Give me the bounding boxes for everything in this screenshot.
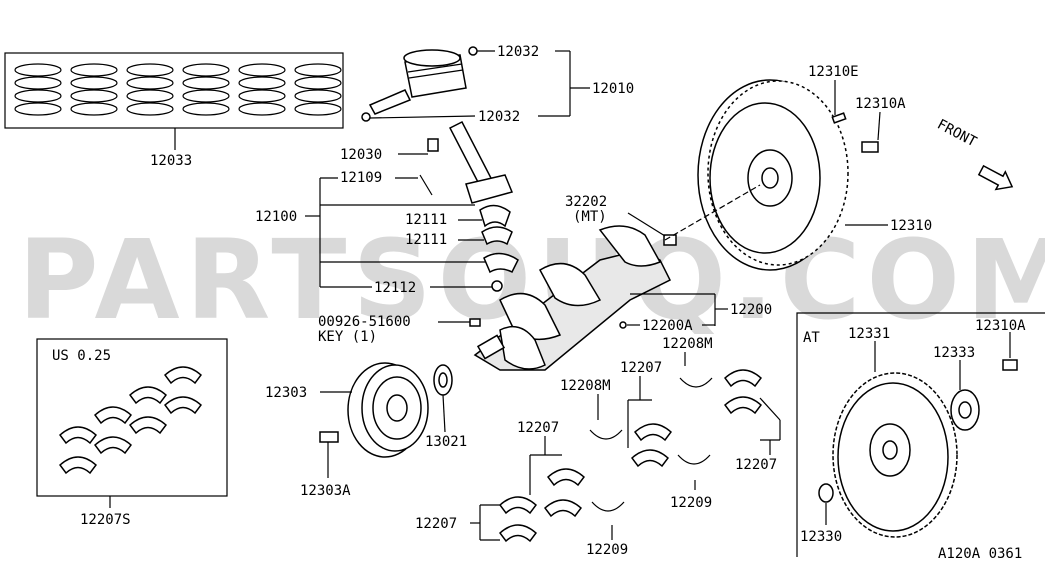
- part-label-12111-a[interactable]: 12111: [405, 212, 447, 228]
- main-bearing-shell: [498, 524, 538, 543]
- part-label-13021[interactable]: 13021: [425, 434, 467, 450]
- diagram-code: A120A 0361: [938, 546, 1022, 562]
- front-direction-arrow: FRONT: [934, 117, 1014, 191]
- automatic-transmission-box: [796, 312, 1045, 557]
- bearing-shell: [93, 436, 133, 455]
- thrust-washer: [679, 377, 713, 388]
- crankshaft-icon: [469, 225, 677, 371]
- bearing-shell: [163, 396, 203, 415]
- main-bearing-set: [498, 369, 763, 543]
- piston-rings-box: [4, 52, 344, 129]
- piston-ring: [14, 102, 62, 116]
- main-bearing-shell: [630, 449, 670, 468]
- crank-pulley-icon: [319, 362, 453, 458]
- piston-ring: [126, 76, 174, 90]
- thrust-washer: [589, 429, 623, 440]
- piston-ring: [182, 89, 230, 103]
- part-label-12331[interactable]: 12331: [848, 326, 890, 342]
- part-label-12030[interactable]: 12030: [340, 147, 382, 163]
- bearing-shell: [58, 426, 98, 445]
- piston-ring: [126, 63, 174, 77]
- piston-ring: [70, 63, 118, 77]
- part-label-12209-a[interactable]: 12209: [670, 495, 712, 511]
- thrust-washer: [677, 454, 711, 465]
- piston-ring: [70, 89, 118, 103]
- part-label-12100[interactable]: 12100: [255, 209, 297, 225]
- piston-ring: [238, 76, 286, 90]
- main-bearing-shell: [498, 496, 538, 515]
- part-label-32202-note[interactable]: (MT): [573, 209, 607, 225]
- bearing-shell: [163, 366, 203, 385]
- part-label-12303[interactable]: 12303: [265, 385, 307, 401]
- piston-ring: [294, 76, 342, 90]
- main-bearing-shell: [543, 499, 583, 518]
- piston-icon: [361, 46, 478, 122]
- part-label-12033[interactable]: 12033: [150, 153, 192, 169]
- piston-ring: [14, 76, 62, 90]
- bearing-shell: [93, 406, 133, 425]
- part-label-12200[interactable]: 12200: [730, 302, 772, 318]
- part-label-12207-a[interactable]: 12207: [620, 360, 662, 376]
- undersize-label: US 0.25: [52, 348, 111, 364]
- part-label-12310A[interactable]: 12310A: [855, 96, 906, 112]
- piston-ring: [294, 102, 342, 116]
- main-bearing-shell: [633, 423, 673, 442]
- piston-ring: [14, 89, 62, 103]
- bearing-shell: [128, 416, 168, 435]
- flywheel-icon: [697, 79, 879, 271]
- piston-ring: [126, 89, 174, 103]
- bearing-shell: [58, 456, 98, 475]
- connecting-rod-icon: [419, 120, 519, 292]
- part-label-12207-b[interactable]: 12207: [517, 420, 559, 436]
- part-label-12112[interactable]: 12112: [374, 280, 416, 296]
- piston-ring: [294, 89, 342, 103]
- undersize-bearing-set: [58, 366, 203, 475]
- part-label-12207-d[interactable]: 12207: [415, 516, 457, 532]
- part-label-12310A-at[interactable]: 12310A: [975, 318, 1026, 334]
- main-bearing-shell: [723, 396, 763, 415]
- part-label-12310[interactable]: 12310: [890, 218, 932, 234]
- main-bearing-shell: [546, 468, 586, 487]
- part-label-12109[interactable]: 12109: [340, 170, 382, 186]
- part-label-12310E[interactable]: 12310E: [808, 64, 859, 80]
- piston-ring: [70, 76, 118, 90]
- front-label: FRONT: [934, 117, 979, 151]
- at-label: AT: [803, 330, 820, 346]
- part-label-12032-top[interactable]: 12032: [497, 44, 539, 60]
- piston-ring: [70, 102, 118, 116]
- part-label-12200A[interactable]: 12200A: [642, 318, 693, 334]
- part-label-12208M-a[interactable]: 12208M: [662, 336, 713, 352]
- part-label-12032-bottom[interactable]: 12032: [478, 109, 520, 125]
- piston-ring: [182, 102, 230, 116]
- piston-ring: [182, 63, 230, 77]
- piston-ring: [294, 63, 342, 77]
- piston-ring-set: [14, 63, 342, 116]
- part-label-12333[interactable]: 12333: [933, 345, 975, 361]
- part-label-key[interactable]: KEY (1): [318, 329, 377, 345]
- bearing-shell: [128, 386, 168, 405]
- part-label-12208M-b[interactable]: 12208M: [560, 378, 611, 394]
- part-label-12330[interactable]: 12330: [800, 529, 842, 545]
- part-label-00926-51600[interactable]: 00926-51600: [318, 314, 411, 330]
- piston-ring: [182, 76, 230, 90]
- part-label-12207-c[interactable]: 12207: [735, 457, 777, 473]
- part-label-12111-b[interactable]: 12111: [405, 232, 447, 248]
- piston-ring: [238, 89, 286, 103]
- thrust-washer: [591, 501, 625, 512]
- drive-plate-icon: [818, 359, 1018, 538]
- part-label-12303A[interactable]: 12303A: [300, 483, 351, 499]
- undersize-bearing-box: [36, 338, 228, 497]
- piston-ring: [238, 63, 286, 77]
- piston-ring: [14, 63, 62, 77]
- part-label-12209-b[interactable]: 12209: [586, 542, 628, 558]
- part-label-32202[interactable]: 32202: [565, 194, 607, 210]
- piston-ring: [126, 102, 174, 116]
- main-bearing-shell: [723, 369, 763, 388]
- piston-ring: [238, 102, 286, 116]
- part-label-12010[interactable]: 12010: [592, 81, 634, 97]
- part-label-12207S[interactable]: 12207S: [80, 512, 131, 528]
